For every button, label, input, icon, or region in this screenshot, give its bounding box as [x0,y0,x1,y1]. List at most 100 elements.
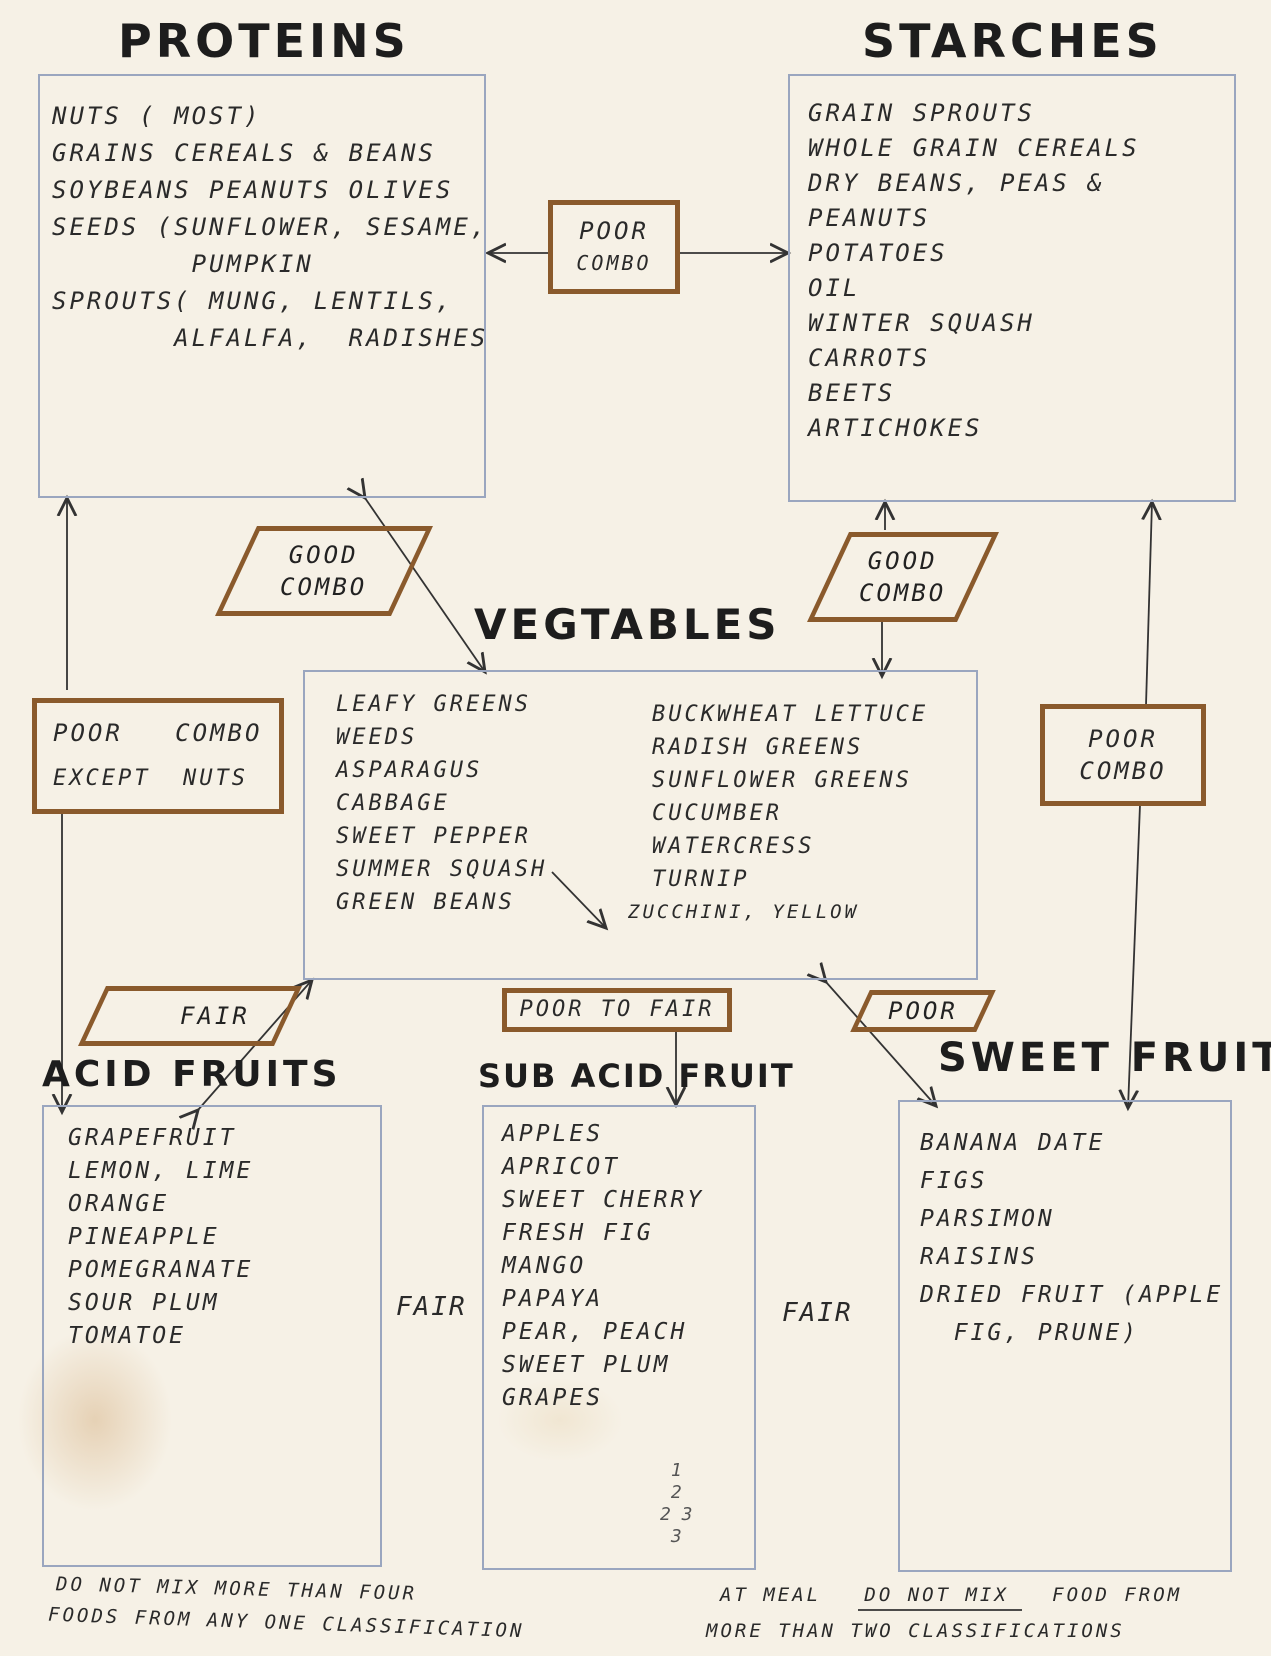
list-item: BANANA DATE [920,1130,1106,1156]
subacid-sweet-fair-label: FAIR [782,1298,853,1328]
combo-label: COMBO [1079,757,1167,785]
list-item: SWEET CHERRY [502,1187,705,1213]
list-item: PEAR, PEACH [502,1319,688,1345]
list-item: GRAPEFRUIT [68,1125,237,1151]
list-item: CUCUMBER [652,801,782,826]
arrow-starches-sweet-down [1128,804,1141,1108]
list-item: NUTS ( MOST) [52,102,262,130]
vegetables-title: VEGTABLES [474,600,781,649]
vegetables-sweet-combo: POOR [850,990,996,1032]
arrow-squash-zucchini [551,871,606,928]
list-item: SEEDS (SUNFLOWER, SESAME, [52,213,489,241]
list-item: ORANGE [68,1191,170,1217]
list-item: PARSIMON [920,1206,1055,1232]
starches-title: STARCHES [862,14,1163,68]
list-item: APRICOT [502,1154,620,1180]
combo-label: EXCEPT NUTS [53,766,248,791]
list-item: PUMPKIN [52,250,314,278]
arrow-vegetables-sweet [826,982,936,1106]
list-item: DRIED FRUIT (APPLE [920,1282,1224,1308]
starches-box [788,74,1236,502]
list-item: BEETS [808,379,896,407]
list-item: PAPAYA [502,1286,604,1312]
list-item: LEMON, LIME [68,1158,254,1184]
list-item: FIGS [920,1168,988,1194]
proteins-list: NUTS ( MOST) GRAINS CEREALS & BEANS SOYB… [52,98,488,357]
list-item: GREEN BEANS [336,890,515,915]
sub-acid-fruits-box [482,1105,756,1570]
list-item: FIG, PRUNE) [920,1320,1140,1346]
list-item: CARROTS [808,344,931,372]
combo-label: COMBO [859,579,947,607]
vegetables-list-right: BUCKWHEAT LETTUCE RADISH GREENS SUNFLOWE… [628,698,928,929]
page-mark: 2 [670,1482,682,1503]
note-right-underlined: DO NOT MIX [864,1584,1009,1606]
combo-label: POOR [1088,725,1158,753]
list-item: FRESH FIG [502,1220,654,1246]
list-item: ALFALFA, RADISHES [52,324,489,352]
arrow-proteins-vegetables [365,498,485,672]
list-item: RADISH GREENS [652,735,864,760]
proteins-title: PROTEINS [118,14,410,68]
proteins-starches-combo: POOR COMBO [548,200,680,294]
combo-label: GOOD [289,541,359,569]
combo-label: POOR COMBO [53,719,263,747]
list-item: OIL [808,274,861,302]
vegetables-list-left: LEAFY GREENS WEEDS ASPARAGUS CABBAGE SWE… [336,688,547,919]
list-item: GRAPES [502,1385,604,1411]
acid-fruits-box [42,1105,382,1567]
list-item: GRAIN SPROUTS [808,99,1035,127]
list-item: SPROUTS( MUNG, LENTILS, [52,287,454,315]
proteins-box [38,74,486,498]
arrow-starches-sweet-up [1146,502,1152,706]
list-item: APPLES [502,1121,604,1147]
combo-label: POOR TO FAIR [519,997,715,1022]
note-right-line2: MORE THAN TWO CLASSIFICATIONS [706,1620,1125,1642]
sweet-fruits-list: BANANA DATE FIGS PARSIMON RAISINS DRIED … [920,1124,1223,1352]
combo-label: POOR [579,217,649,245]
list-item: SUNFLOWER GREENS [652,768,912,793]
list-item: RAISINS [920,1244,1038,1270]
list-item: SUMMER SQUASH [336,857,548,882]
sweet-fruits-title: SWEET FRUITS [938,1035,1271,1081]
combo-label: FAIR [180,1002,250,1030]
list-item: MANGO [502,1253,587,1279]
sub-acid-fruit-title: SUB ACID FRUIT [478,1057,795,1095]
page-marks: 1 2 2 3 3 [660,1460,693,1548]
list-item: WHOLE GRAIN CEREALS [808,134,1140,162]
combo-label: GOOD [868,547,938,575]
list-item: LEAFY GREENS [336,692,531,717]
list-item: TURNIP [652,867,750,892]
list-item: TOMATOE [68,1323,186,1349]
starches-sweet-combo: POOR COMBO [1040,704,1206,806]
list-item: WATERCRESS [652,834,815,859]
sub-acid-fruits-list: APPLES APRICOT SWEET CHERRY FRESH FIG MA… [502,1118,704,1415]
combo-label: COMBO [280,573,368,601]
list-item: SWEET PEPPER [336,824,531,849]
list-item: GRAINS CEREALS & BEANS [52,139,436,167]
list-item: ZUCCHINI, YELLOW [628,901,860,923]
list-item: SWEET PLUM [502,1352,671,1378]
acid-fruits-list: GRAPEFRUIT LEMON, LIME ORANGE PINEAPPLE … [68,1122,253,1353]
list-item: CABBAGE [336,791,450,816]
list-item: ARTICHOKES [808,414,983,442]
list-item: PINEAPPLE [68,1224,220,1250]
list-item: PEANUTS [808,204,931,232]
note-right-line1: AT MEAL DO NOT MIX FOOD FROM [720,1584,1182,1606]
page-mark: 1 [670,1460,682,1481]
list-item: SOUR PLUM [68,1290,220,1316]
list-item: SOYBEANS PEANUTS OLIVES [52,176,454,204]
proteins-acid-combo: POOR COMBO EXCEPT NUTS [32,698,284,814]
list-item: ASPARAGUS [336,758,483,783]
list-item: WINTER SQUASH [808,309,1035,337]
combo-label: COMBO [576,251,652,275]
note-right-suffix: FOOD FROM [1052,1584,1183,1606]
note-right-prefix: AT MEAL [720,1584,822,1606]
acid-subacid-fair-label: FAIR [396,1292,467,1322]
list-item: POMEGRANATE [68,1257,254,1283]
vegetables-box [303,670,978,980]
page-mark: 3 [670,1526,682,1547]
vegetables-subacid-combo: POOR TO FAIR [502,988,732,1032]
